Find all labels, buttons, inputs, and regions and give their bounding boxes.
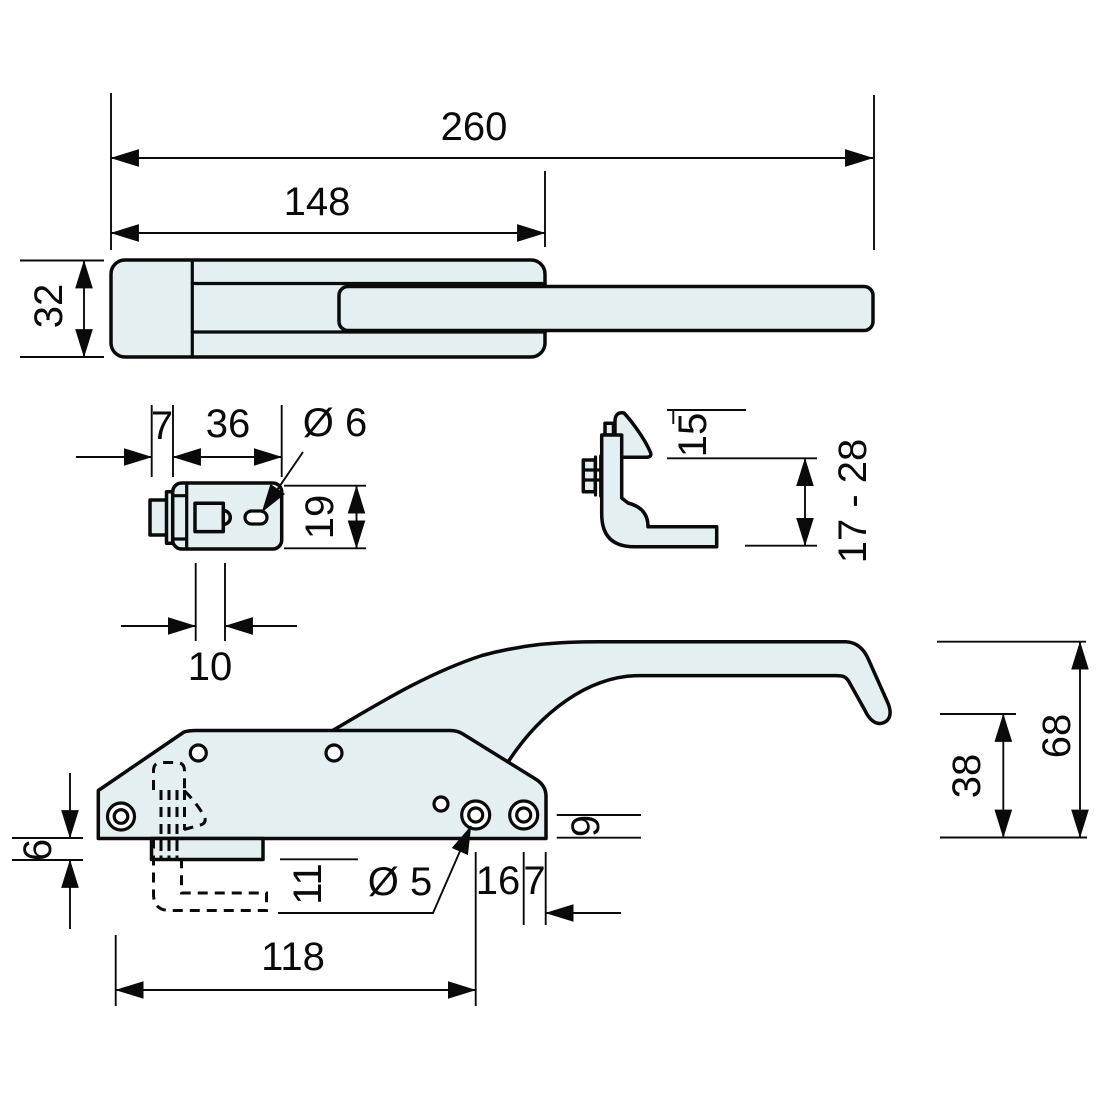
keeper-pin — [603, 421, 616, 437]
side-view: 6 9 11 Ø 5 16 7 118 38 68 — [12, 639, 1089, 1006]
dim-label-7-side: 7 — [523, 859, 545, 903]
dim-label-6: 6 — [16, 839, 60, 861]
dim-label-9: 9 — [564, 815, 608, 837]
top-view: 260 148 32 — [20, 93, 875, 359]
hidden-latch-shafts — [159, 790, 186, 858]
latch-step — [149, 836, 265, 862]
dim-label-dia5: Ø 5 — [368, 860, 432, 904]
keeper-bracket — [599, 433, 719, 549]
dim-label-260: 260 — [441, 105, 508, 149]
keeper-wedge — [613, 411, 653, 460]
top-view-lever-bar — [337, 284, 875, 333]
keeper-screw-threads — [581, 454, 603, 498]
ext-line — [556, 814, 641, 839]
dim-label-36: 36 — [206, 402, 251, 446]
hidden-latch-pawl — [183, 789, 207, 831]
dim-label-148: 148 — [284, 180, 351, 224]
dim-label-15: 15 — [671, 413, 715, 458]
mount-rivet-inner — [515, 806, 533, 824]
keeper-view: 15 17 - 28 — [581, 409, 875, 564]
strike-bolt-nub — [221, 508, 233, 527]
dim-label-118: 118 — [261, 935, 325, 979]
pivot-rivet-inner — [112, 808, 130, 825]
strike-bolt — [193, 501, 226, 534]
hidden-latch-shafts-lower — [159, 838, 179, 859]
strike-view: 7 36 Ø 6 19 10 — [76, 401, 367, 689]
small-hole — [432, 795, 450, 813]
keeper-screw — [581, 458, 598, 494]
ext-line — [667, 409, 817, 460]
dim-label-10: 10 — [188, 645, 233, 689]
dim-label-16: 16 — [476, 859, 521, 903]
strike-flange-lines — [171, 481, 189, 551]
dim-label-dia6: Ø 6 — [303, 401, 367, 445]
dim-label-32: 32 — [27, 284, 71, 329]
dim-label-11: 11 — [286, 863, 330, 905]
plate-top-hole — [324, 743, 344, 763]
mount-rivet-inner — [467, 806, 485, 824]
dim-label-68: 68 — [1035, 714, 1079, 759]
leader-line-dia5 — [352, 825, 472, 914]
ext-line — [194, 563, 226, 641]
ext-line — [278, 858, 358, 914]
dim-label-19: 19 — [298, 495, 342, 540]
plate-top-hole — [188, 743, 208, 763]
hidden-latch-cap — [152, 761, 186, 790]
dim-label-7-strike: 7 — [151, 404, 173, 448]
mount-plate — [96, 728, 548, 841]
dim-label-17-28: 17 - 28 — [831, 439, 875, 564]
dim-label-38: 38 — [945, 754, 989, 799]
strike-slot-hole — [243, 509, 269, 526]
hidden-latch-hook — [152, 838, 268, 912]
leader-line-dia6 — [261, 451, 304, 513]
